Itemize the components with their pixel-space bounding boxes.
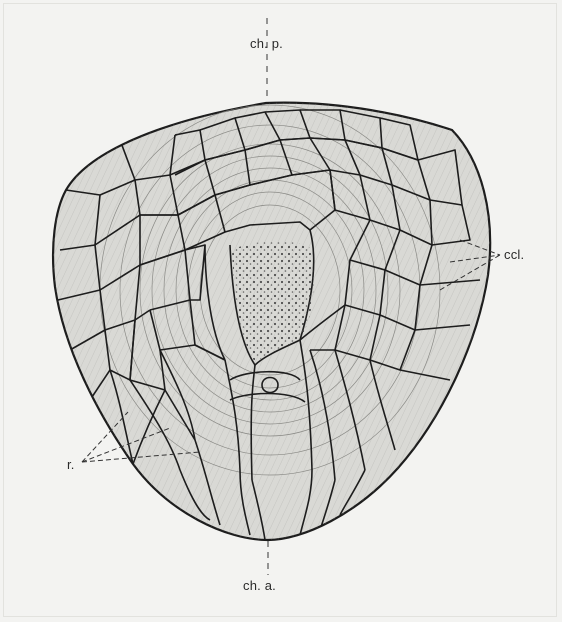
label-ch-a: ch. a.: [243, 578, 276, 593]
label-r: r.: [67, 457, 75, 472]
label-ch-p: ch. p.: [250, 36, 283, 51]
label-ccl: ccl.: [504, 247, 524, 262]
